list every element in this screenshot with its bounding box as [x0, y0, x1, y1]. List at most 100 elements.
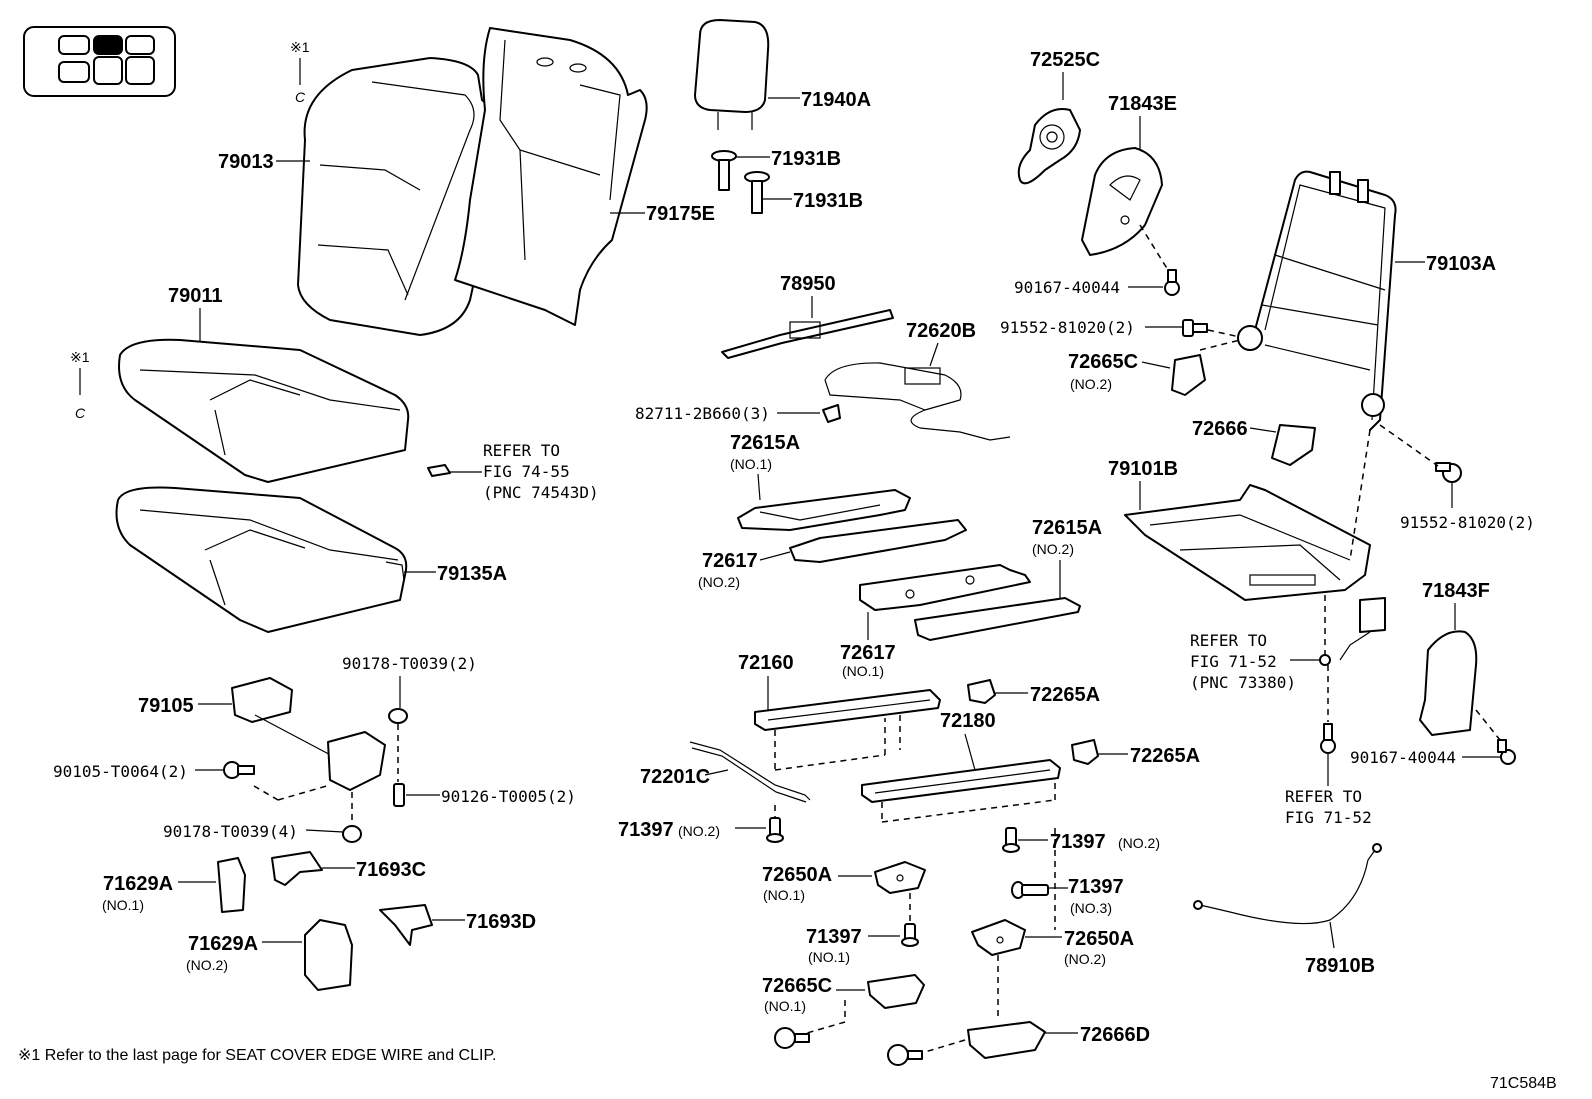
- svg-text:FIG 71-52: FIG 71-52: [1285, 808, 1372, 827]
- svg-text:FIG 71-52: FIG 71-52: [1190, 652, 1277, 671]
- label-91552-b: 91552-81020(2): [1400, 513, 1535, 532]
- screw-90167-b[interactable]: [1497, 739, 1516, 765]
- sublabel-71629A-1: (NO.1): [102, 897, 144, 913]
- cover-72666D[interactable]: [967, 1021, 1046, 1059]
- bracket-72665C-top[interactable]: [1171, 354, 1206, 396]
- label-78910B: 78910B: [1305, 955, 1375, 977]
- sublabel-71397-c: (NO.3): [1070, 900, 1112, 916]
- bracket-72265A-a[interactable]: [967, 679, 996, 704]
- pad-72615A-no2[interactable]: [914, 597, 1081, 641]
- label-71629A-1: 71629A: [103, 873, 173, 895]
- bracket-72265A-b[interactable]: [1071, 739, 1099, 765]
- label-79175E: 79175E: [646, 203, 715, 225]
- label-72615A-1: 72615A: [730, 432, 800, 454]
- seatback-pad-79013[interactable]: [297, 57, 507, 336]
- seat-frame-79101B[interactable]: [1124, 484, 1371, 601]
- sublabel-72665C-bot: (NO.1): [764, 998, 806, 1014]
- rail-72180[interactable]: [861, 759, 1061, 803]
- label-91552-a: 91552-81020(2): [1000, 318, 1135, 337]
- recliner-knob-72525C[interactable]: [1017, 108, 1081, 185]
- label-71397-c: 71397: [1068, 876, 1124, 898]
- strap-78950[interactable]: [721, 309, 894, 359]
- label-71693C: 71693C: [356, 859, 426, 881]
- label-90178-4: 90178-T0039(4): [163, 822, 298, 841]
- seat-cushion-cover-79135A[interactable]: [115, 486, 408, 633]
- cover-71693C[interactable]: [271, 851, 323, 886]
- refer-note-fig-71-52[interactable]: REFER TO FIG 71-52: [1285, 787, 1372, 827]
- headrest-support-71931B-a[interactable]: [711, 150, 737, 191]
- cover-71629A-no1[interactable]: [217, 857, 246, 913]
- label-71931B-b: 71931B: [793, 190, 863, 212]
- diagram-id: 71C584B: [1490, 1075, 1557, 1092]
- label-72620B: 72620B: [906, 320, 976, 342]
- rod-assembly-79105[interactable]: [231, 677, 386, 791]
- label-90167-a: 90167-40044: [1014, 278, 1120, 297]
- screw-72665C-bot[interactable]: [774, 1027, 810, 1049]
- cover-71629A-no2[interactable]: [304, 919, 353, 991]
- svg-text:C: C: [295, 89, 306, 105]
- label-90126: 90126-T0005(2): [441, 787, 576, 806]
- bracket-72650A-no1[interactable]: [874, 861, 926, 894]
- svg-text:(PNC 74543D): (PNC 74543D): [483, 483, 599, 502]
- pad-72615A-no1[interactable]: [737, 489, 911, 531]
- label-72650A-2: 72650A: [1064, 928, 1134, 950]
- bracket-72666[interactable]: [1271, 424, 1316, 466]
- label-72666: 72666: [1192, 418, 1248, 440]
- bolt-71397-c[interactable]: [1011, 881, 1049, 899]
- svg-text:FIG 74-55: FIG 74-55: [483, 462, 570, 481]
- label-72665C-bot: 72665C: [762, 975, 832, 997]
- label-72617-1: 72617: [840, 642, 896, 664]
- recliner-cover-71843E[interactable]: [1081, 147, 1163, 256]
- wire-72620B[interactable]: [824, 362, 1011, 441]
- cover-72665C-bot[interactable]: [867, 974, 925, 1009]
- bolt-91552-a[interactable]: [1182, 319, 1208, 337]
- bolt-71397-a[interactable]: [766, 817, 784, 843]
- svg-text:(PNC 73380): (PNC 73380): [1190, 673, 1296, 692]
- sublabel-72650A-1: (NO.1): [763, 887, 805, 903]
- pad-72617-no2[interactable]: [789, 519, 967, 563]
- lever-72201C[interactable]: [689, 741, 811, 803]
- clip-82711[interactable]: [822, 404, 841, 423]
- label-79011: 79011: [168, 285, 223, 307]
- bolt-refer-fig-71-52[interactable]: [1320, 723, 1336, 754]
- bolt-90126[interactable]: [393, 783, 405, 807]
- label-71397-a: 71397: [618, 819, 674, 841]
- bolt-90105[interactable]: [223, 761, 255, 779]
- label-72180: 72180: [940, 710, 996, 732]
- screw-90167-a[interactable]: [1164, 269, 1180, 296]
- bolt-71397-b[interactable]: [1002, 827, 1020, 853]
- cable-78910B[interactable]: [1193, 843, 1382, 925]
- refer-note-fig-74-55[interactable]: REFER TO FIG 74-55 (PNC 74543D): [427, 441, 599, 502]
- svg-text:※1: ※1: [70, 349, 90, 365]
- sublabel-71629A-2: (NO.2): [186, 957, 228, 973]
- cover-71693D[interactable]: [379, 904, 433, 946]
- pad-72617-no1[interactable]: [859, 564, 1031, 611]
- bolt-71397-d[interactable]: [901, 923, 919, 947]
- label-72650A-1: 72650A: [762, 864, 832, 886]
- headrest-71940A[interactable]: [694, 19, 770, 130]
- label-71397-d: 71397: [806, 926, 862, 948]
- cover-71843F[interactable]: [1419, 630, 1478, 736]
- svg-text:REFER TO: REFER TO: [483, 441, 560, 460]
- sublabel-71397-d: (NO.1): [808, 949, 850, 965]
- screw-72666D[interactable]: [887, 1044, 923, 1066]
- label-72160: 72160: [738, 652, 794, 674]
- seatback-cover-79175E[interactable]: [454, 27, 648, 326]
- nut-90178-2[interactable]: [388, 708, 408, 724]
- nut-90178-4[interactable]: [342, 825, 362, 843]
- label-71940A: 71940A: [801, 89, 871, 111]
- rail-72160[interactable]: [754, 689, 941, 731]
- label-79101B: 79101B: [1108, 458, 1178, 480]
- seatback-frame-79103A[interactable]: [1237, 170, 1397, 431]
- label-79103A: 79103A: [1426, 253, 1496, 275]
- seat-cushion-pad-79011[interactable]: [118, 338, 410, 483]
- refer-note-fig-71-52-pnc[interactable]: REFER TO FIG 71-52 (PNC 73380): [1190, 597, 1386, 692]
- footnote: ※1 Refer to the last page for SEAT COVER…: [18, 1047, 497, 1064]
- headrest-support-71931B-b[interactable]: [744, 171, 770, 214]
- clip-marker-left: ※1 C: [70, 349, 90, 421]
- clip-marker-top: ※1 C: [290, 39, 310, 105]
- bolt-91552-b[interactable]: [1435, 462, 1462, 483]
- bracket-72650A-no2[interactable]: [971, 919, 1026, 956]
- label-72665C-top: 72665C: [1068, 351, 1138, 373]
